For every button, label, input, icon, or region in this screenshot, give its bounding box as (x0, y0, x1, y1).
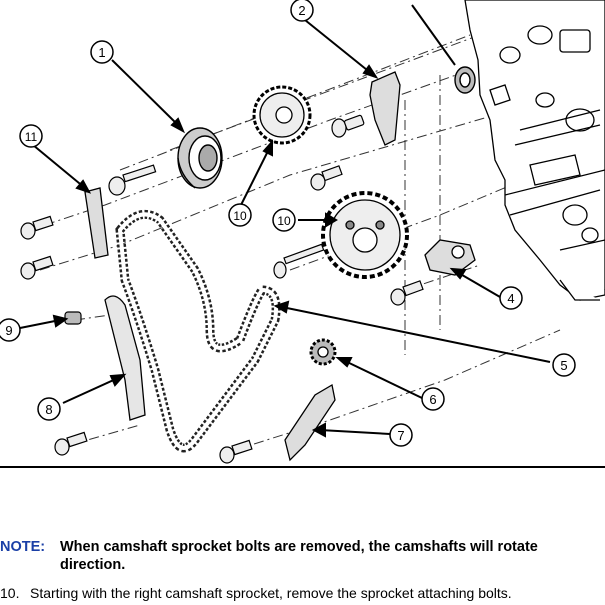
bolt (310, 165, 343, 191)
procedure-step: 10. Starting with the right camshaft spr… (0, 585, 512, 601)
upper-camshaft-sprocket (252, 85, 312, 145)
callout-11: 11 (19, 124, 43, 148)
svg-text:10: 10 (277, 214, 291, 228)
note-label: NOTE: (0, 539, 46, 555)
bracket-bolt (331, 114, 365, 138)
section-divider (0, 466, 605, 468)
callout-4: 4 (499, 286, 523, 310)
svg-text:8: 8 (45, 402, 52, 417)
part-11-chain-guide (84, 187, 109, 259)
svg-text:4: 4 (507, 291, 514, 306)
callout-9: 9 (0, 318, 21, 342)
guide-bolts (20, 215, 253, 464)
callout-10-upper: 10 (228, 203, 252, 227)
part-5-timing-chain (115, 209, 281, 453)
note-block: NOTE: When camshaft sprocket bolts are r… (0, 538, 605, 573)
part-2-bracket (369, 71, 401, 146)
leader-lines (19, 19, 551, 438)
part-3-seal (454, 66, 476, 94)
step-text: Starting with the right camshaft sprocke… (30, 585, 512, 601)
timing-chain-exploded-diagram: 1 2 4 5 6 7 8 9 10 10 11 (0, 0, 605, 464)
part-8-tensioner-arm (104, 295, 146, 421)
part-6-crank-sprocket (309, 338, 337, 366)
callout-7: 7 (389, 423, 413, 447)
note-text-line2: direction. (60, 557, 126, 573)
engine-block (464, 0, 605, 301)
svg-text:1: 1 (98, 45, 105, 60)
callout-10-lower: 10 (272, 208, 296, 232)
callout-8: 8 (37, 397, 61, 421)
part-4-sensor (424, 239, 476, 276)
hub-bolt (108, 164, 157, 196)
callout-2: 2 (290, 0, 314, 22)
callout-markers: 1 2 4 5 6 7 8 9 10 10 11 (0, 0, 576, 447)
part-1-sprocket-hub (177, 127, 223, 189)
callout-5: 5 (552, 353, 576, 377)
callout-6: 6 (421, 387, 445, 411)
sprocket-bolt (273, 243, 325, 279)
callout-1: 1 (90, 40, 114, 64)
svg-text:9: 9 (5, 323, 12, 338)
svg-text:10: 10 (233, 209, 247, 223)
lower-camshaft-sprocket (321, 191, 409, 279)
sensor-bolt (390, 280, 424, 306)
svg-text:2: 2 (298, 3, 305, 18)
svg-text:7: 7 (397, 428, 404, 443)
part-9-plunger (64, 311, 82, 325)
part-7-lower-guide (284, 383, 336, 462)
svg-text:6: 6 (429, 392, 436, 407)
step-number: 10. (0, 585, 20, 601)
svg-text:5: 5 (560, 358, 567, 373)
note-text-line1: When camshaft sprocket bolts are removed… (60, 539, 538, 555)
svg-text:11: 11 (25, 130, 38, 144)
